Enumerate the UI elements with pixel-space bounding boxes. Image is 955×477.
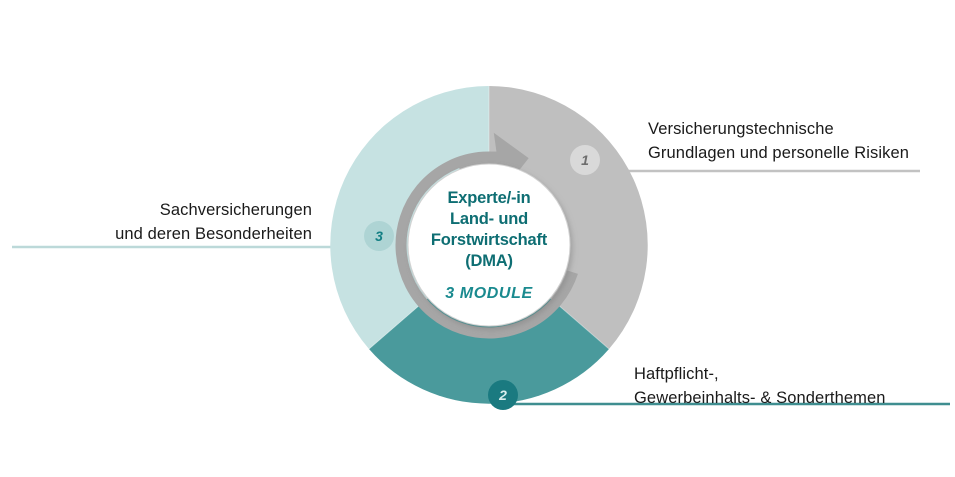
segment-1-versicherungstechnische-grundlagen[interactable] (489, 86, 648, 349)
segment-label-1-line-2: Grundlagen und personelle Risiken (648, 144, 910, 162)
segment-badge-3-number: 3 (375, 228, 383, 244)
segment-label-3-line-2: und deren Besonderheiten (115, 225, 312, 243)
segment-badge-3[interactable]: 3 (364, 221, 394, 251)
connector-lines (12, 169, 950, 406)
segment-label-1: Versicherungstechnische Grundlagen und p… (648, 117, 909, 165)
hub-circle (407, 163, 571, 327)
segment-badge-1[interactable]: 1 (570, 145, 600, 175)
segment-label-2-line-2: Gewerbeinhalts- & Sonderthemen (634, 389, 886, 407)
segment-badge-1-number: 1 (581, 152, 589, 168)
segment-label-2-line-1: Haftpflicht-, (634, 365, 719, 383)
segment-label-1-line-1: Versicherungstechnische (648, 120, 834, 138)
segment-label-3: Sachversicherungen und deren Besonderhei… (115, 198, 312, 246)
segment-label-3-line-1: Sachversicherungen (159, 201, 312, 219)
segment-badge-2-number: 2 (499, 387, 507, 403)
segment-label-2: Haftpflicht-, Gewerbeinhalts- & Sonderth… (634, 362, 886, 410)
segment-badge-2[interactable]: 2 (488, 380, 518, 410)
